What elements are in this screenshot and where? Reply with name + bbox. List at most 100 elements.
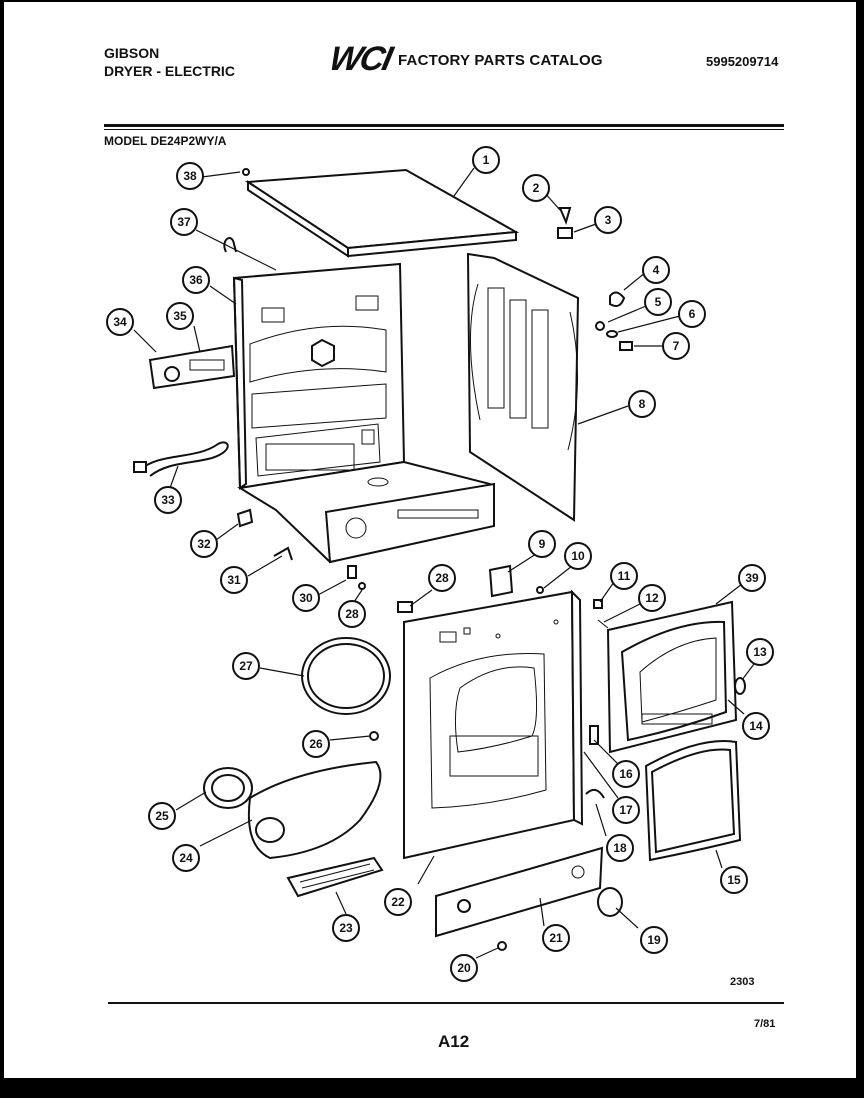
svg-text:34: 34 (113, 315, 127, 329)
svg-text:26: 26 (309, 737, 323, 751)
callout-8: 8 (628, 390, 656, 418)
callout-13: 13 (746, 638, 774, 666)
svg-text:17: 17 (619, 803, 633, 817)
callout-38: 38 (176, 162, 204, 190)
callout-34: 34 (106, 308, 134, 336)
callout-36: 36 (182, 266, 210, 294)
callout-39: 39 (738, 564, 766, 592)
svg-text:37: 37 (177, 215, 191, 229)
svg-text:31: 31 (227, 573, 241, 587)
callout-18: 18 (606, 834, 634, 862)
callout-7: 7 (662, 332, 690, 360)
catalog-part-number: 5995209714 (706, 54, 779, 69)
svg-text:9: 9 (539, 537, 546, 551)
callout-37: 37 (170, 208, 198, 236)
callout-17: 17 (612, 796, 640, 824)
svg-text:20: 20 (457, 961, 471, 975)
svg-text:22: 22 (391, 895, 405, 909)
callout-25: 25 (148, 802, 176, 830)
door-gasket (644, 740, 742, 862)
callout-26: 26 (302, 730, 330, 758)
callout-5: 5 (644, 288, 672, 316)
hardware-26 (369, 731, 379, 741)
dryer-door (606, 600, 738, 754)
cabinet-base (237, 460, 496, 564)
knob-19 (597, 887, 623, 917)
callout-4: 4 (642, 256, 670, 284)
figure-number: 2303 (730, 976, 755, 988)
svg-text:24: 24 (179, 851, 193, 865)
svg-text:1: 1 (483, 153, 490, 167)
svg-text:39: 39 (745, 571, 759, 585)
svg-text:3: 3 (605, 213, 612, 227)
brand-block: GIBSON DRYER - ELECTRIC (104, 44, 235, 80)
cabinet-rear-panel (232, 262, 406, 490)
drum-seal (301, 637, 391, 715)
callout-28-bumper: 28 (428, 564, 456, 592)
screw-38 (242, 168, 250, 176)
callout-15: 15 (720, 866, 748, 894)
callout-3: 3 (594, 206, 622, 234)
callout-32: 32 (190, 530, 218, 558)
callout-10: 10 (564, 542, 592, 570)
svg-text:7: 7 (673, 339, 680, 353)
svg-text:4: 4 (653, 263, 660, 277)
toe-grille (286, 856, 384, 898)
svg-text:18: 18 (613, 841, 627, 855)
callout-9: 9 (528, 530, 556, 558)
callout-21: 21 (542, 924, 570, 952)
svg-text:2: 2 (533, 181, 540, 195)
clip-37 (223, 237, 237, 253)
callout-2: 2 (522, 174, 550, 202)
top-panel (245, 168, 520, 258)
svg-text:28: 28 (345, 607, 359, 621)
header-rule (104, 124, 784, 127)
callout-1: 1 (472, 146, 500, 174)
svg-text:12: 12 (645, 591, 659, 605)
leader-lines (133, 167, 755, 959)
product-type: DRYER - ELECTRIC (104, 63, 235, 79)
callout-20: 20 (450, 954, 478, 982)
callout-23: 23 (332, 914, 360, 942)
revision-date: 7/81 (754, 1018, 776, 1030)
svg-text:13: 13 (753, 645, 767, 659)
exhaust-duct (247, 760, 382, 860)
door-hinge (585, 725, 605, 799)
svg-text:35: 35 (173, 309, 187, 323)
svg-text:15: 15 (727, 873, 741, 887)
svg-text:33: 33 (161, 493, 175, 507)
svg-text:8: 8 (639, 397, 646, 411)
callout-16: 16 (612, 760, 640, 788)
door-bumper (397, 601, 413, 613)
hardware-29-32 (236, 508, 366, 590)
page-label: A12 (438, 1032, 470, 1051)
front-panel (403, 589, 584, 860)
svg-text:21: 21 (549, 931, 563, 945)
svg-text:6: 6 (689, 307, 696, 321)
door-switch-bracket (488, 564, 609, 629)
callout-11: 11 (610, 562, 638, 590)
cabinet-side-panel (466, 252, 580, 522)
svg-text:23: 23 (339, 921, 353, 935)
svg-text:5: 5 (655, 295, 662, 309)
svg-text:16: 16 (619, 767, 633, 781)
callout-24: 24 (172, 844, 200, 872)
callout-27: 27 (232, 652, 260, 680)
callout-28: 28 (338, 600, 366, 628)
callout-22: 22 (384, 888, 412, 916)
svg-text:11: 11 (618, 569, 631, 583)
svg-text:38: 38 (183, 169, 197, 183)
callout-6: 6 (678, 300, 706, 328)
svg-text:25: 25 (155, 809, 169, 823)
svg-text:19: 19 (647, 933, 661, 947)
header-rule-thin (104, 129, 784, 130)
callout-19: 19 (640, 926, 668, 954)
kick-panel (435, 846, 604, 938)
hardware-2-7 (557, 207, 633, 351)
hardware-13 (734, 677, 746, 695)
callout-12: 12 (638, 584, 666, 612)
callout-30: 30 (292, 584, 320, 612)
catalog-title: FACTORY PARTS CATALOG (398, 52, 603, 69)
svg-text:36: 36 (189, 273, 203, 287)
